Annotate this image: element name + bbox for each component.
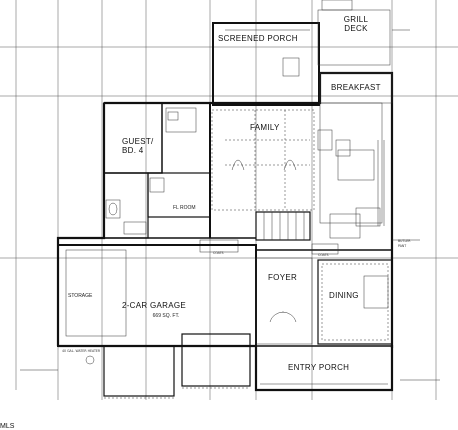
staircase bbox=[255, 211, 361, 241]
bath-utility-area: FL ROOM bbox=[103, 172, 211, 239]
mls-footer: MLS bbox=[0, 423, 15, 430]
coats-label-1: COATS bbox=[213, 251, 224, 255]
guest-bedroom: GUEST/ BD. 4 bbox=[103, 102, 197, 174]
house-outline bbox=[56, 71, 394, 392]
screened-porch: SCREENED PORCH bbox=[212, 22, 320, 106]
guest-bed-label-2: BD. 4 bbox=[122, 146, 144, 155]
grill-deck-label-1: GRILL bbox=[344, 15, 369, 24]
butler-pantry-label-1: BUTLER bbox=[398, 239, 411, 243]
grill-deck-label-2: DECK bbox=[344, 24, 368, 33]
coat-closets: COATS COATS bbox=[199, 239, 339, 257]
guest-bed-label-1: GUEST/ bbox=[122, 137, 154, 146]
right-edge-marks: BUTLER PANT bbox=[20, 29, 440, 381]
entry-porch: ENTRY PORCH bbox=[255, 345, 393, 391]
storage-label: STORAGE bbox=[68, 293, 93, 299]
dining-label: DINING bbox=[329, 291, 359, 300]
breakfast-label: BREAKFAST bbox=[331, 83, 381, 92]
family-room: FAMILY bbox=[211, 109, 351, 211]
foyer: FOYER bbox=[255, 257, 313, 345]
breakfast-kitchen: BREAKFAST bbox=[319, 72, 393, 227]
dining-room: DINING bbox=[317, 259, 393, 345]
grill-deck: GRILL DECK bbox=[317, 0, 391, 66]
family-label: FAMILY bbox=[250, 123, 280, 132]
screened-porch-label: SCREENED PORCH bbox=[218, 34, 298, 43]
water-heater-label: 40 GAL. WATER HEATER bbox=[62, 349, 101, 353]
garage: 2-CAR GARAGE 669 SQ. FT. STORAGE 40 GAL.… bbox=[57, 244, 257, 399]
butler-pantry-label-2: PANT bbox=[398, 244, 406, 248]
coats-label-2: COATS bbox=[318, 253, 329, 257]
construction-grid bbox=[0, 0, 458, 400]
garage-area-label: 669 SQ. FT. bbox=[153, 313, 180, 319]
fl-room-label: FL ROOM bbox=[173, 205, 196, 211]
garage-label: 2-CAR GARAGE bbox=[122, 301, 186, 310]
entry-porch-label: ENTRY PORCH bbox=[288, 363, 349, 372]
foyer-label: FOYER bbox=[268, 273, 297, 282]
